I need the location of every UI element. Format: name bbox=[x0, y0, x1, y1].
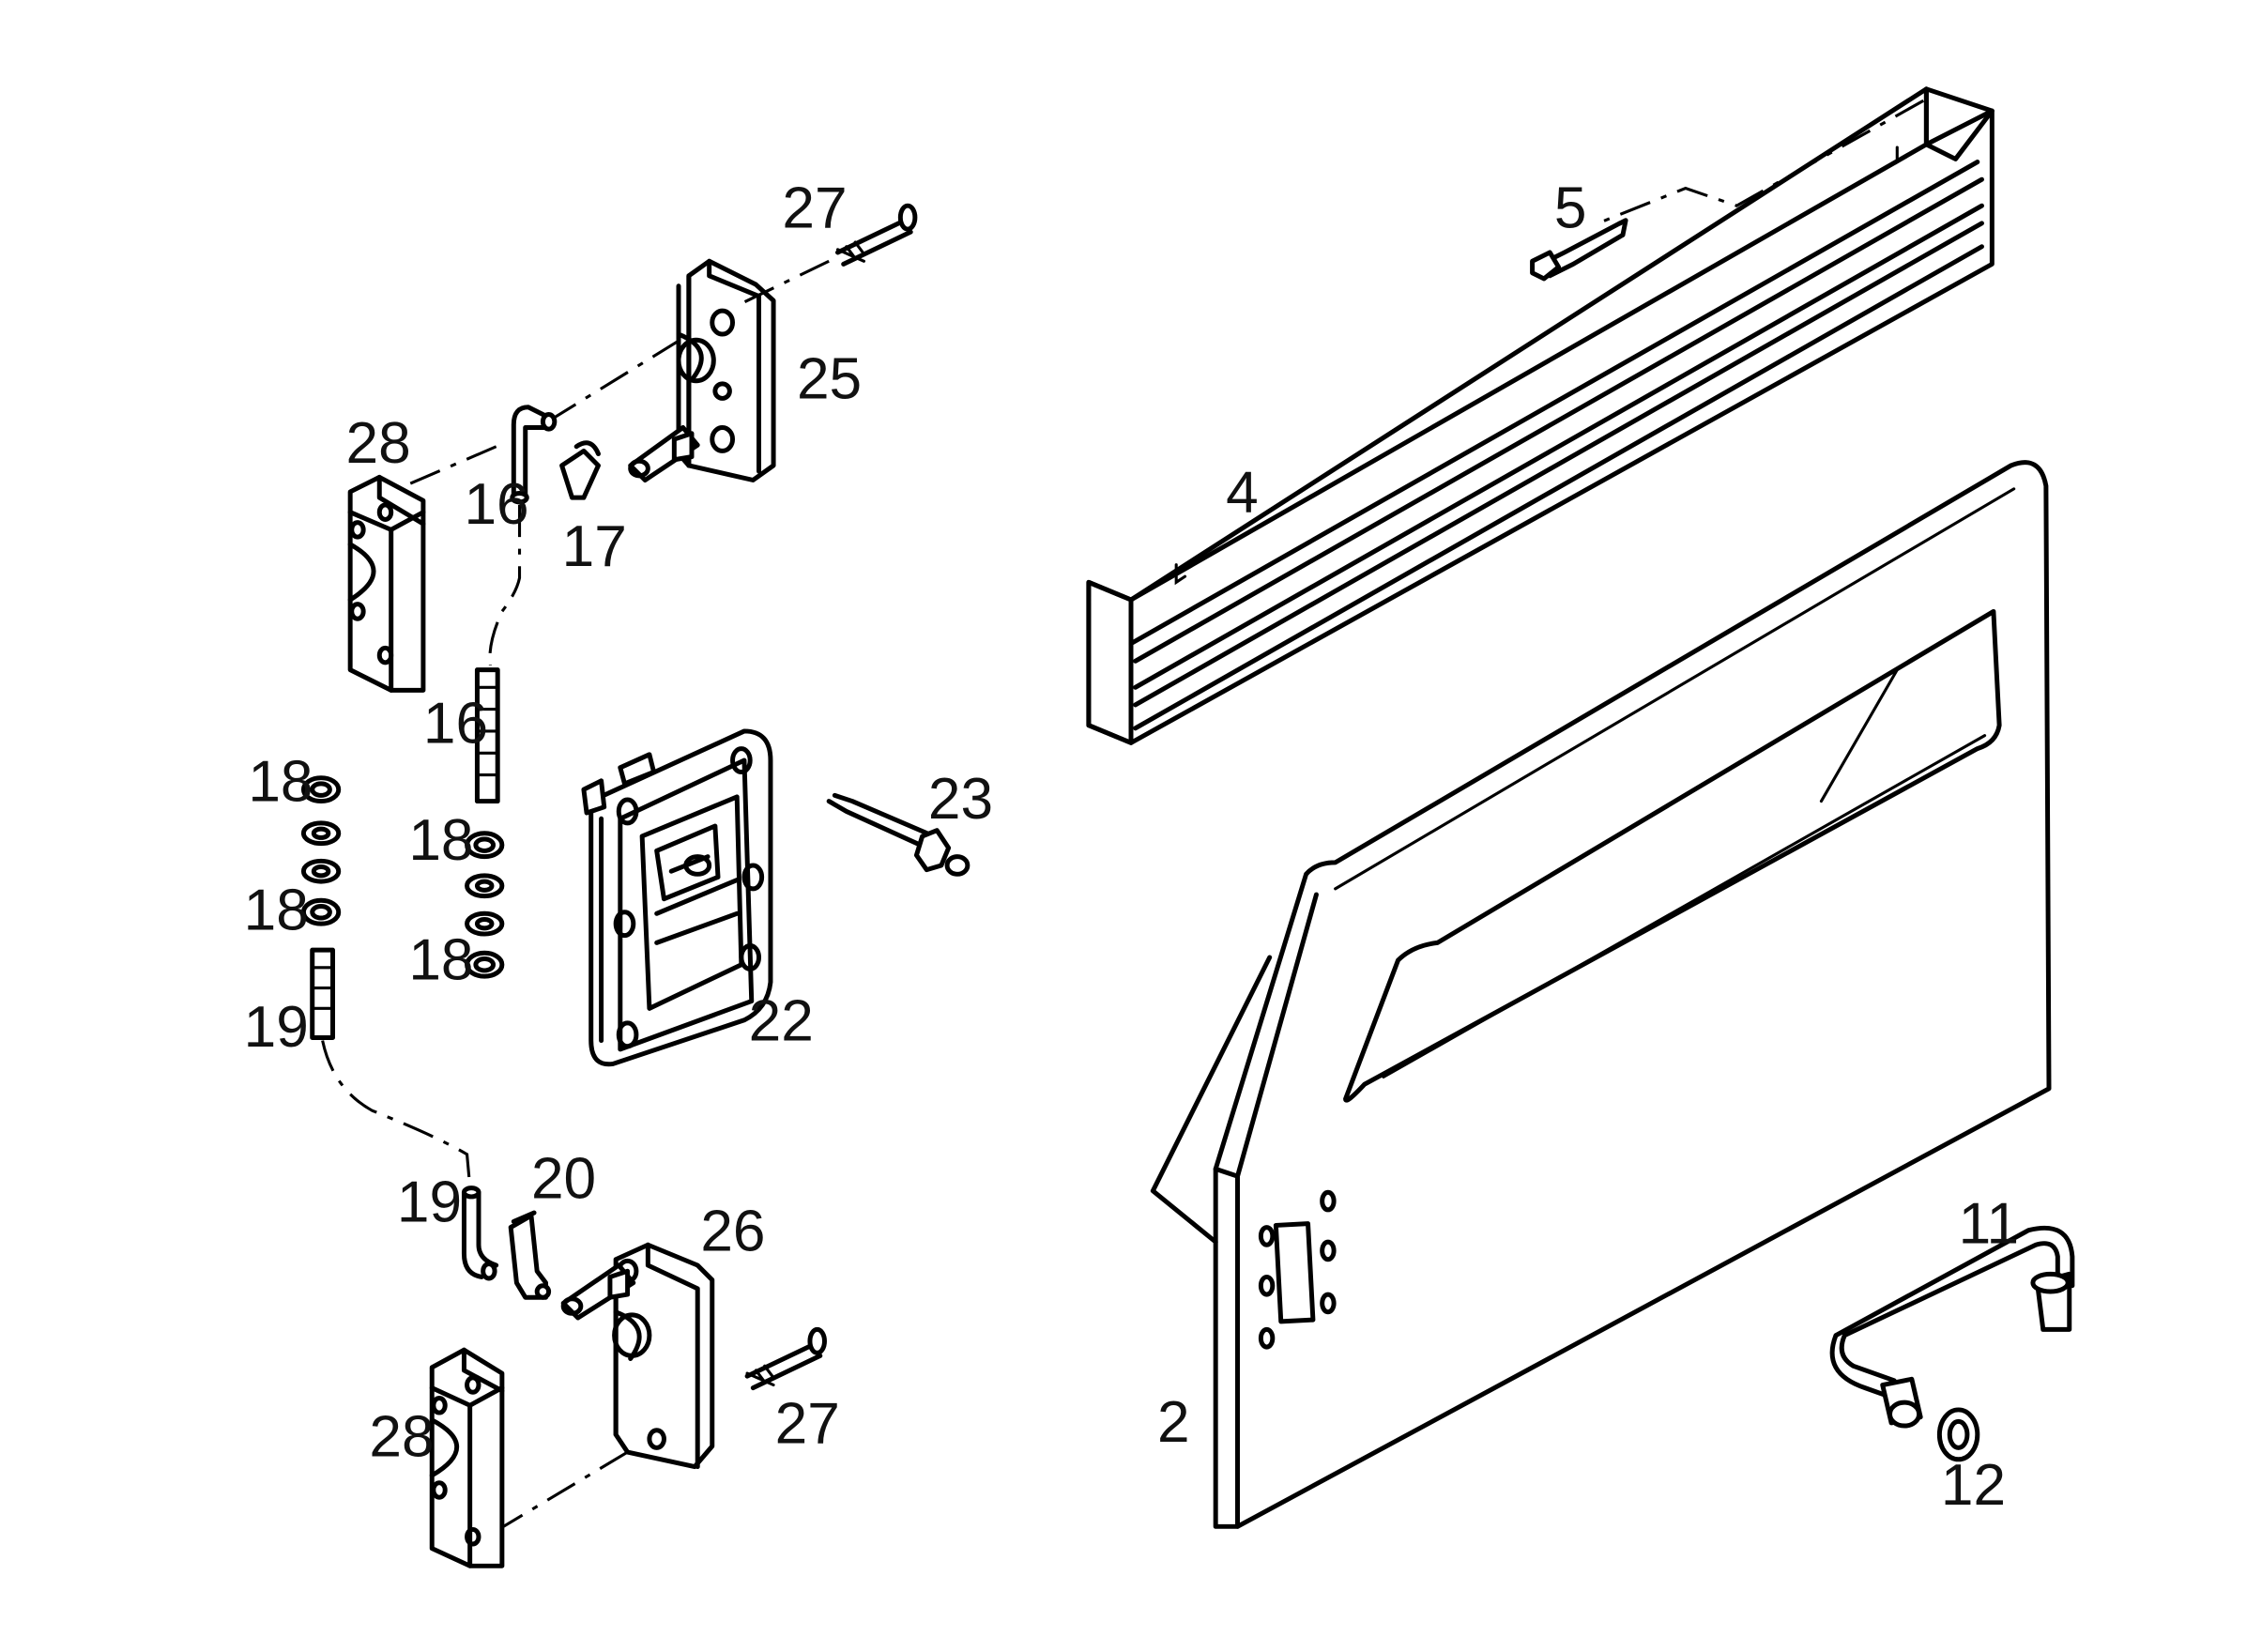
lever-26 bbox=[560, 1262, 636, 1321]
label-part-25: 25 bbox=[797, 346, 862, 411]
latch-body-26 bbox=[612, 1242, 715, 1470]
label-part-22: 22 bbox=[749, 989, 814, 1054]
label-part-28-lower: 28 bbox=[369, 1405, 434, 1470]
label-part-11: 11 bbox=[1959, 1192, 2020, 1257]
door-panel bbox=[1150, 460, 2052, 1529]
label-part-16-lower: 16 bbox=[423, 691, 488, 756]
label-part-20: 20 bbox=[531, 1146, 596, 1211]
label-part-18-d: 18 bbox=[408, 927, 473, 992]
label-part-28-upper: 28 bbox=[345, 411, 410, 476]
washer-12 bbox=[1936, 1407, 1980, 1462]
bracket-28-bottom bbox=[429, 1347, 505, 1568]
lever-25 bbox=[628, 425, 700, 482]
label-part-18-a: 18 bbox=[248, 750, 313, 815]
bolt-27-bottom bbox=[744, 1326, 827, 1391]
lock-22 bbox=[581, 728, 773, 1067]
label-part-27-upper: 27 bbox=[782, 176, 847, 241]
label-part-4: 4 bbox=[1226, 461, 1259, 526]
label-part-27-lower: 27 bbox=[775, 1392, 840, 1457]
label-part-18-c: 18 bbox=[408, 808, 473, 873]
label-part-17: 17 bbox=[562, 514, 627, 579]
label-part-5: 5 bbox=[1554, 176, 1587, 241]
clip-17 bbox=[559, 440, 601, 500]
part-labels: 2 4 5 11 12 16 16 17 18 18 18 18 19 19 2… bbox=[244, 176, 2019, 1518]
bracket-28-top bbox=[347, 474, 426, 693]
pin-16-bent bbox=[510, 405, 558, 505]
label-part-18-b: 18 bbox=[244, 878, 309, 942]
bolt-27-top bbox=[834, 203, 918, 267]
screw-5 bbox=[1530, 218, 1628, 282]
latch-body-25 bbox=[676, 258, 776, 482]
label-part-19-lower: 19 bbox=[397, 1170, 462, 1234]
rail-bar bbox=[1086, 86, 1995, 745]
pin-19-bent bbox=[461, 1185, 499, 1281]
label-part-26: 26 bbox=[700, 1199, 765, 1263]
nut-stack-left bbox=[300, 775, 342, 926]
pin-19-straight bbox=[310, 947, 335, 1040]
label-part-2: 2 bbox=[1157, 1390, 1190, 1455]
clip-20 bbox=[508, 1210, 552, 1300]
label-part-23: 23 bbox=[928, 767, 993, 832]
label-part-16-upper: 16 bbox=[464, 472, 528, 537]
nut-stack-right bbox=[465, 831, 505, 979]
label-part-12: 12 bbox=[1941, 1453, 2006, 1518]
label-part-19-upper: 19 bbox=[244, 995, 309, 1060]
pin-16-straight bbox=[474, 667, 500, 804]
handle-11 bbox=[1829, 1225, 2075, 1429]
pin-23 bbox=[826, 792, 971, 877]
